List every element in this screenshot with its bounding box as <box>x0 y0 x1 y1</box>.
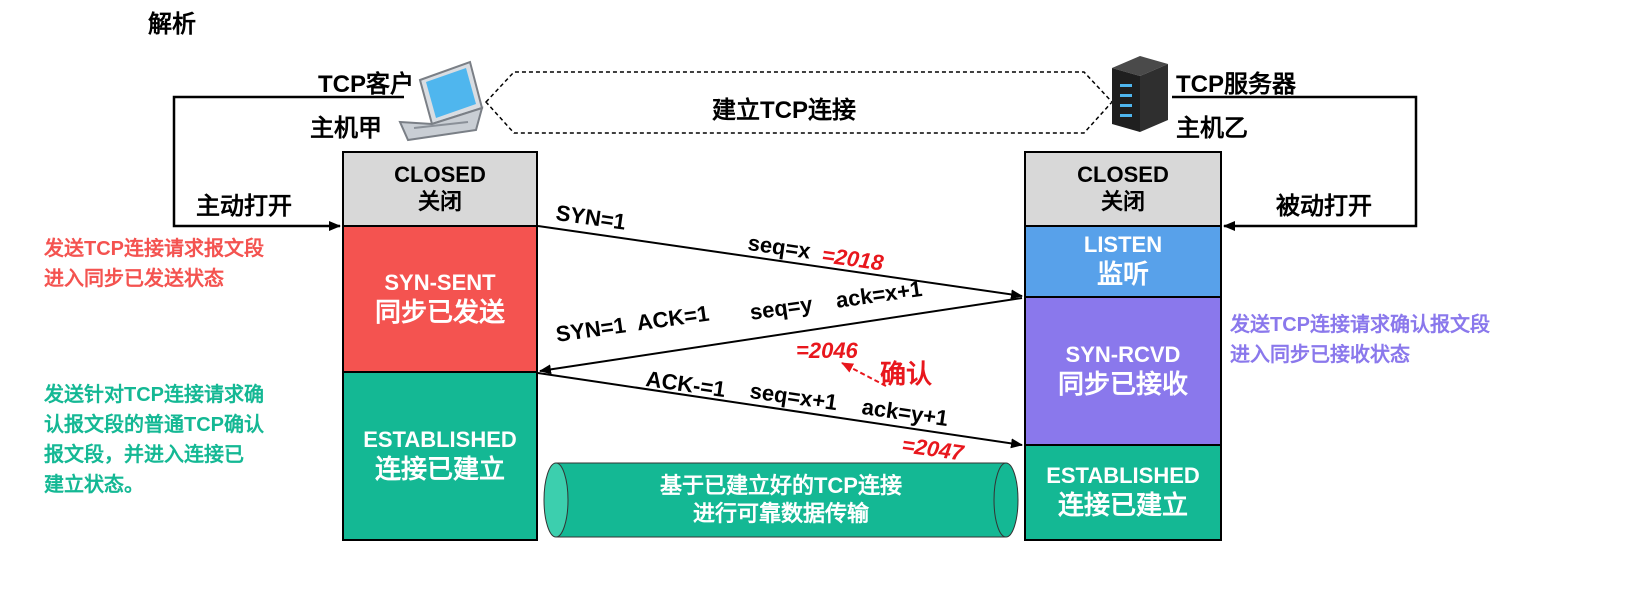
note-client-send-line2: 进入同步已发送状态 <box>44 268 224 290</box>
server-syn-rcvd-en: SYN-RCVD <box>1065 341 1181 367</box>
msg2-confirm: 确认 <box>880 359 933 389</box>
server-established-zh: 连接已建立 <box>1057 490 1188 521</box>
client-name-line2: 主机甲 <box>310 115 382 142</box>
note-server-reply: 发送TCP连接请求确认报文段 进入同步已接收状态 <box>1230 310 1490 370</box>
page-heading: 解析 <box>148 11 196 38</box>
data-pipe-line1: 基于已建立好的TCP连接 <box>659 473 902 498</box>
server-state-closed: CLOSED 关闭 <box>1024 151 1222 227</box>
client-closed-en: CLOSED <box>394 162 486 188</box>
laptop-icon <box>398 60 484 142</box>
note-client-ack-line1: 发送针对TCP连接请求确 <box>44 384 264 406</box>
client-open-line <box>172 95 404 231</box>
client-state-closed: CLOSED 关闭 <box>342 151 538 227</box>
data-pipe-text: 基于已建立好的TCP连接 进行可靠数据传输 <box>568 472 994 528</box>
note-server-reply-line1: 发送TCP连接请求确认报文段 <box>1230 314 1490 336</box>
ack-arrow <box>537 372 1023 449</box>
note-client-send: 发送TCP连接请求报文段 进入同步已发送状态 <box>44 234 264 294</box>
syn-ack-arrow <box>539 297 1023 375</box>
note-client-ack-line4: 建立状态。 <box>44 474 144 496</box>
client-closed-zh: 关闭 <box>417 189 462 214</box>
server-name-line1: TCP服务器 <box>1176 71 1296 98</box>
client-syn-sent-en: SYN-SENT <box>384 269 496 295</box>
confirm-pointer <box>841 362 887 387</box>
note-client-ack-line2: 认报文段的普通TCP确认 <box>44 414 264 436</box>
client-state-established: ESTABLISHED 连接已建立 <box>342 371 538 541</box>
server-open-line <box>1172 95 1418 231</box>
server-state-syn-rcvd: SYN-RCVD 同步已接收 <box>1024 296 1222 446</box>
note-server-reply-line2: 进入同步已接收状态 <box>1230 344 1410 366</box>
server-established-en: ESTABLISHED <box>1046 463 1200 489</box>
client-active-open: 主动打开 <box>196 193 292 220</box>
server-passive-open: 被动打开 <box>1276 193 1372 220</box>
server-listen-zh: 监听 <box>1096 259 1149 290</box>
client-syn-sent-zh: 同步已发送 <box>374 296 505 327</box>
client-established-en: ESTABLISHED <box>363 426 517 452</box>
server-closed-en: CLOSED <box>1077 162 1169 188</box>
server-name-line2: 主机乙 <box>1176 115 1248 142</box>
server-icon <box>1112 56 1168 132</box>
data-pipe <box>543 462 1019 538</box>
connection-label: 建立TCP连接 <box>712 97 856 124</box>
server-closed-zh: 关闭 <box>1100 189 1145 214</box>
client-state-syn-sent: SYN-SENT 同步已发送 <box>342 225 538 373</box>
server-state-established: ESTABLISHED 连接已建立 <box>1024 444 1222 541</box>
server-listen-en: LISTEN <box>1083 232 1163 258</box>
syn-arrow <box>537 225 1023 300</box>
server-state-listen: LISTEN 监听 <box>1024 225 1222 298</box>
client-established-zh: 连接已建立 <box>374 453 505 484</box>
client-name-line1: TCP客户 <box>318 71 414 98</box>
note-client-send-line1: 发送TCP连接请求报文段 <box>44 238 264 260</box>
server-syn-rcvd-zh: 同步已接收 <box>1057 368 1188 399</box>
data-pipe-line2: 进行可靠数据传输 <box>692 501 869 526</box>
note-client-ack-line3: 报文段，并进入连接已 <box>44 444 244 466</box>
msg2-ack-value: =2046 <box>796 338 858 363</box>
note-client-ack: 发送针对TCP连接请求确 认报文段的普通TCP确认 报文段，并进入连接已 建立状… <box>44 380 264 500</box>
